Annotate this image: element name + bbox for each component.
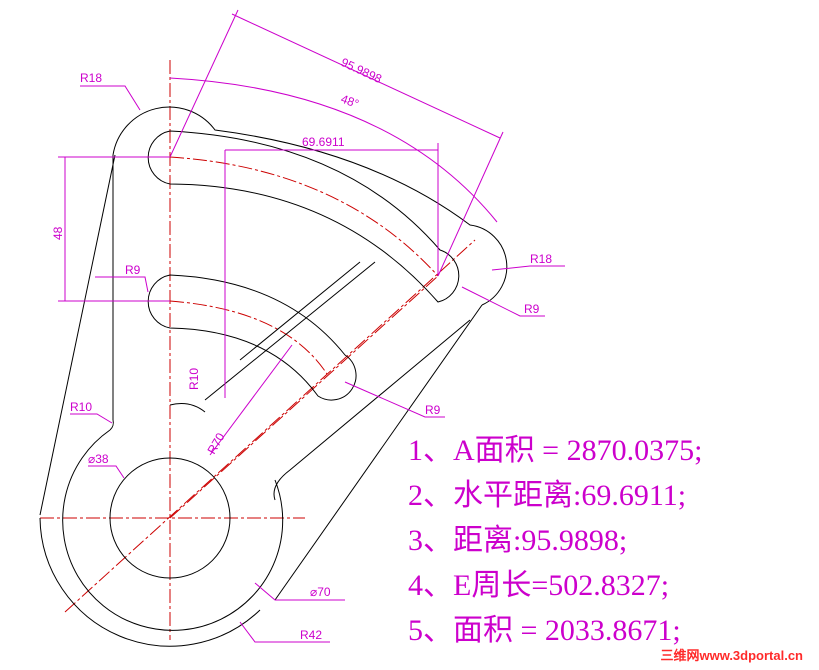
results-panel: 1、A面积 = 2870.0375; 2、水平距离:69.6911; 3、距离:… [408,428,702,653]
lower-slot [147,274,357,401]
result-line-1: 1、A面积 = 2870.0375; [408,434,703,467]
dim-r70-text: R70 [204,430,227,456]
arc-r42 [39,517,261,647]
dim-d70-text: ⌀70 [310,585,331,599]
angle-arc [169,77,498,223]
dim-r10-mid-text: R10 [187,368,201,390]
centerlines [40,60,476,640]
leader-r18-top [80,85,141,111]
aligned-ext-2 [437,131,504,277]
dim-r9-right-text: R9 [524,302,540,316]
dim-aligned-text: 95.9898 [339,55,385,86]
leader-d38 [88,465,125,479]
inner-web-line-1 [204,261,376,401]
leader-r18-right [491,265,565,271]
right-boss [273,319,471,501]
circle-d38 [109,457,231,579]
r10-fillet-left [109,419,114,431]
r10-fillet-mid [169,403,206,413]
result-line-4: 4、E周长=502.8327; [408,569,670,602]
dim-d38-text: ⌀38 [88,452,109,466]
leader-r9-right [461,286,545,317]
arc-centerline-lower [169,300,328,375]
inner-web-line-2 [239,261,361,361]
leader-r42 [239,621,330,643]
diagonal-centerline-48 [169,275,439,519]
dim-r9-left-text: R9 [125,263,141,277]
dim-angle-text: 48° [339,92,361,111]
arc-d70 [62,429,284,631]
watermark: 三维网www.3dportal.cn [660,648,803,663]
aligned-dim-line [231,13,501,139]
dim-vertical-text: 48 [51,226,65,240]
part-outline [39,106,508,647]
leader-d70 [254,582,345,601]
leader-r9-left [95,276,149,293]
leader-r10-left [70,413,113,424]
outer-boundary-top [112,106,508,306]
result-line-3: 3、距离:95.9898; [408,524,628,557]
diagonal-centerline-45 [64,239,476,613]
dim-r18-right-text: R18 [530,252,552,266]
right-tangent-line [274,304,483,601]
dim-r10-left-text: R10 [70,400,92,414]
result-line-2: 2、水平距离:69.6911; [408,479,687,512]
dim-r18-top-text: R18 [80,71,102,85]
upper-slot [147,130,460,303]
leader-r70 [209,344,293,456]
dim-r42-text: R42 [300,628,322,642]
dim-horizontal-text: 69.6911 [302,135,345,149]
dim-r9-bottom-text: R9 [425,403,441,417]
dimension-lines [58,9,565,643]
aligned-ext-1 [169,9,239,158]
arc-centerline-upper [169,156,439,277]
leader-r9-bottom [344,381,445,418]
result-line-5: 5、面积 = 2033.8671; [408,614,681,647]
left-tangent-line [39,154,116,516]
